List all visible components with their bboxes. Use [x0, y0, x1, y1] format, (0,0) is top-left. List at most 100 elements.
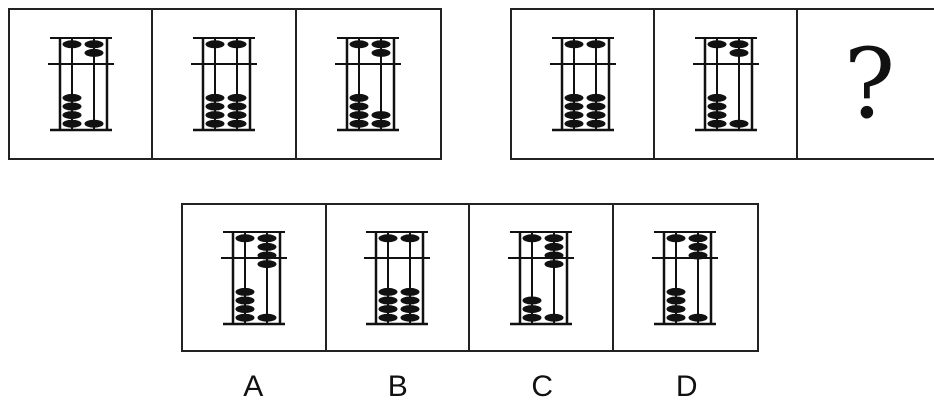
bead [350, 94, 369, 102]
sequence-panel-1 [10, 10, 153, 158]
option-label-c[interactable]: C [470, 370, 615, 404]
bead [544, 313, 563, 321]
bead [84, 120, 103, 128]
abacus-icon [46, 34, 116, 134]
bead [586, 111, 605, 119]
bead [544, 260, 563, 268]
bead [228, 103, 247, 111]
bead [522, 234, 541, 242]
bead [372, 40, 391, 48]
abacus-icon [333, 34, 403, 134]
bead [62, 111, 81, 119]
bead [206, 40, 225, 48]
bead [544, 251, 563, 259]
bead [372, 49, 391, 57]
bead [667, 296, 686, 304]
bead [257, 251, 276, 259]
bead [257, 234, 276, 242]
bead [729, 40, 748, 48]
bead [235, 296, 254, 304]
bead [372, 120, 391, 128]
bead [564, 120, 583, 128]
abacus-icon [506, 228, 576, 328]
bead [667, 234, 686, 242]
option-labels: A B C D [181, 370, 759, 404]
bead [689, 242, 708, 250]
option-label-d[interactable]: D [615, 370, 760, 404]
option-b-panel[interactable] [327, 205, 471, 350]
bead [729, 120, 748, 128]
bead [667, 305, 686, 313]
bead [84, 49, 103, 57]
bead [667, 287, 686, 295]
bead [522, 313, 541, 321]
bead [350, 111, 369, 119]
bead [544, 242, 563, 250]
abacus-icon [189, 34, 259, 134]
bead [235, 287, 254, 295]
sequence-panel-3 [297, 10, 440, 158]
bead [235, 313, 254, 321]
bead [379, 234, 398, 242]
bead [689, 234, 708, 242]
bead [206, 120, 225, 128]
bead [206, 111, 225, 119]
bead [689, 251, 708, 259]
bead [522, 296, 541, 304]
question-panel: ? [798, 10, 934, 158]
option-label-b[interactable]: B [326, 370, 471, 404]
bead [257, 260, 276, 268]
option-c-panel[interactable] [470, 205, 614, 350]
bead [522, 305, 541, 313]
analog-row: ? [510, 8, 934, 160]
sequence-row [8, 8, 442, 160]
bead [379, 305, 398, 313]
bead [401, 305, 420, 313]
bead [235, 305, 254, 313]
abacus-icon [219, 228, 289, 328]
abacus-icon [548, 34, 618, 134]
bead [586, 120, 605, 128]
analog-panel-2 [655, 10, 798, 158]
bead [586, 40, 605, 48]
options-row [181, 203, 759, 352]
bead [228, 120, 247, 128]
abacus-icon [691, 34, 761, 134]
option-a-panel[interactable] [183, 205, 327, 350]
bead [689, 313, 708, 321]
option-d-panel[interactable] [614, 205, 758, 350]
question-mark: ? [798, 10, 934, 158]
bead [707, 120, 726, 128]
bead [564, 103, 583, 111]
bead [62, 40, 81, 48]
abacus-icon [650, 228, 720, 328]
bead [586, 94, 605, 102]
bead [257, 313, 276, 321]
bead [372, 111, 391, 119]
bead [729, 49, 748, 57]
option-label-a[interactable]: A [181, 370, 326, 404]
bead [62, 120, 81, 128]
bead [350, 103, 369, 111]
bead [564, 94, 583, 102]
bead [707, 94, 726, 102]
bead [379, 313, 398, 321]
bead [667, 313, 686, 321]
bead [350, 40, 369, 48]
analog-panel-1 [512, 10, 655, 158]
bead [379, 287, 398, 295]
abacus-icon [362, 228, 432, 328]
bead [401, 313, 420, 321]
bead [707, 40, 726, 48]
bead [206, 103, 225, 111]
bead [707, 103, 726, 111]
bead [401, 296, 420, 304]
bead [707, 111, 726, 119]
bead [84, 40, 103, 48]
bead [544, 234, 563, 242]
bead [206, 94, 225, 102]
sequence-panel-2 [153, 10, 296, 158]
bead [228, 40, 247, 48]
bead [228, 94, 247, 102]
bead [257, 242, 276, 250]
